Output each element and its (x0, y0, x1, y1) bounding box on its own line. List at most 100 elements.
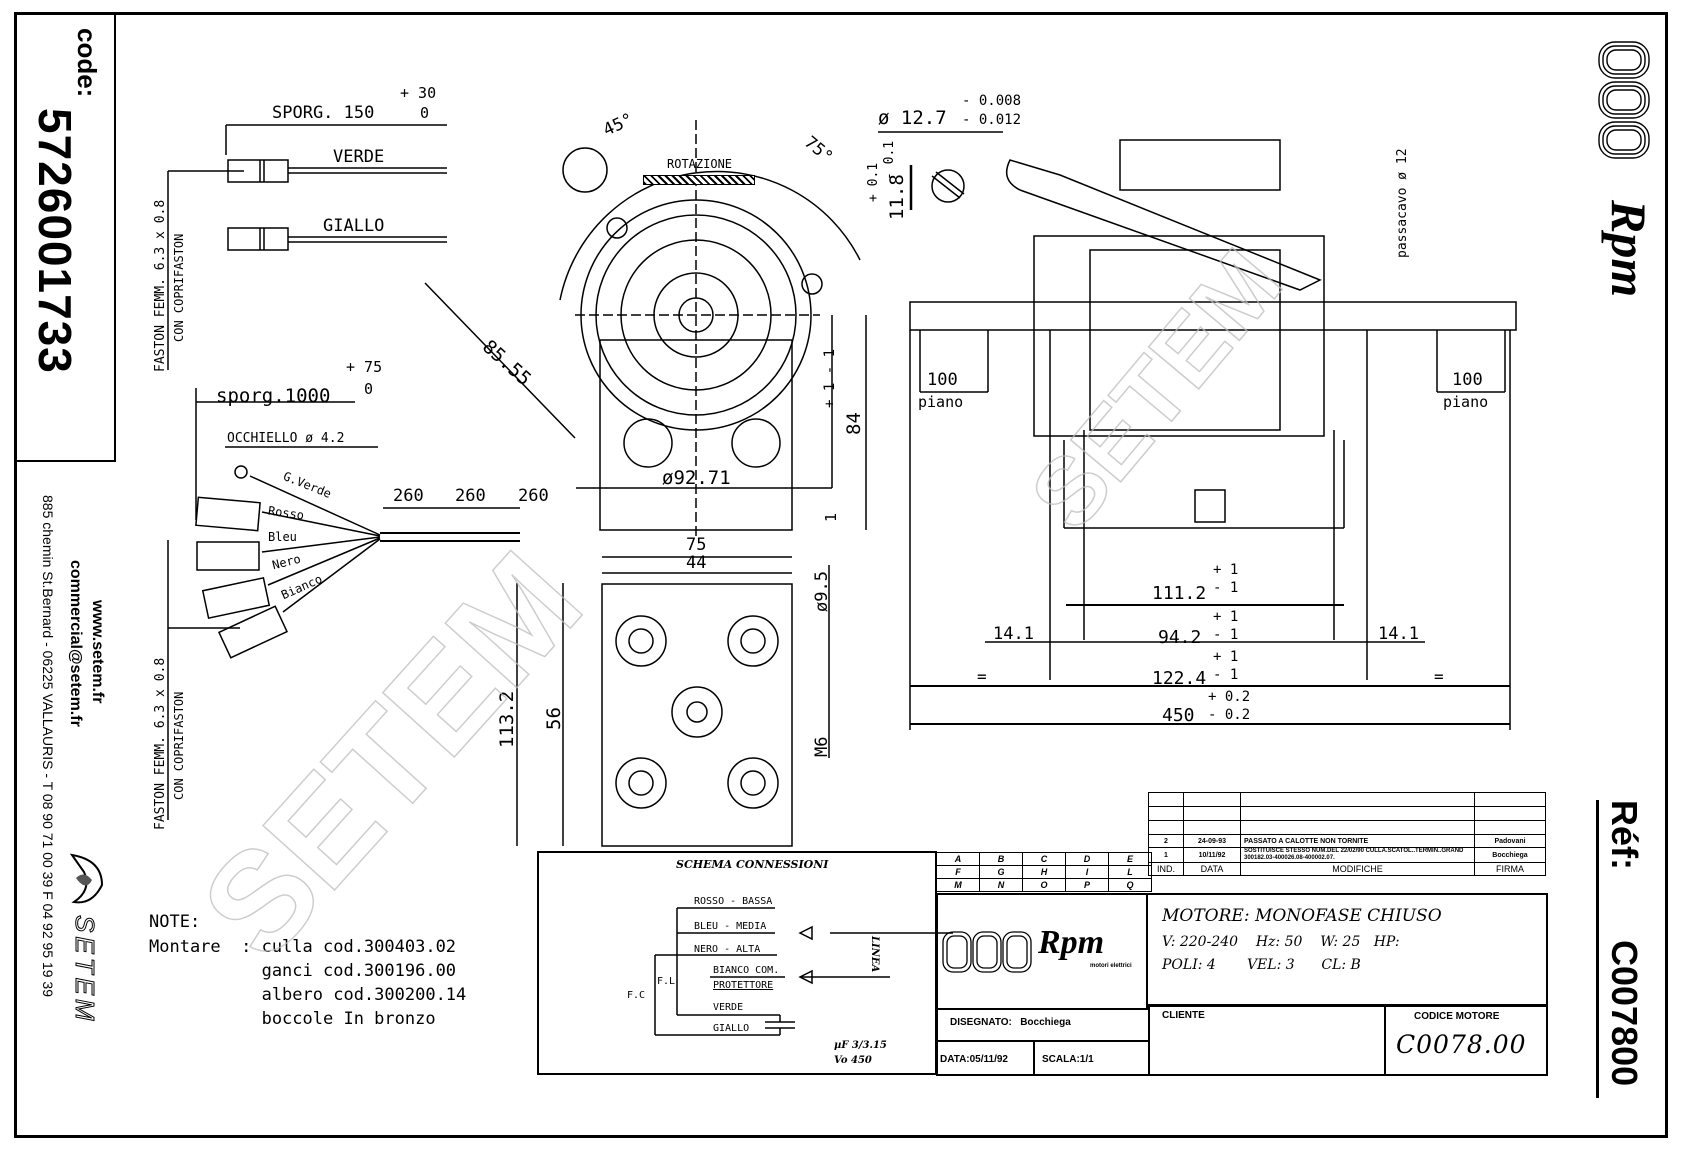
base-gap: 1 (822, 512, 840, 522)
shaft-tol-upper: - 0.008 (962, 93, 1022, 109)
plate-hole-dia: ø9.5 (812, 571, 832, 612)
shaft-flat-tol-minus: - 0.1 (882, 140, 897, 180)
dim-111-2: 111.2 (1152, 583, 1206, 604)
piano-right-value: 100 (1452, 370, 1483, 390)
schema-lead-nero: NERO - ALTA (694, 944, 761, 955)
notes-line-3: albero cod.300200.14 (149, 985, 467, 1005)
codice-label: CODICE MOTORE (1414, 1011, 1500, 1022)
revision-row (1148, 806, 1546, 821)
schema-cap-1: µF 3/3.15 (834, 1040, 887, 1051)
scala-label: SCALA:1/1 (1042, 1054, 1094, 1065)
dim-value: 111.2 (1152, 583, 1207, 604)
schema-lead-bleu: BLEU - MEDIA (694, 921, 767, 932)
equal-left: = (977, 667, 987, 686)
equal-right: = (1434, 667, 1444, 686)
drawing-sheet (14, 12, 1668, 1138)
wire-verde-label: VERDE (333, 147, 385, 167)
tie-spacing-3: 260 (518, 486, 549, 506)
code-box (14, 12, 116, 462)
data-label: DATA:05/11/92 (940, 1054, 1008, 1065)
occhiello-label: OCCHIELLO ø 4.2 (227, 431, 345, 446)
tol-minus: - 1 (1213, 667, 1239, 683)
dim-94-2-tol: + 1- 1 (1213, 608, 1238, 644)
height-tol-plus: + 1 (822, 382, 838, 408)
sporg1000-tol-minus: 0 (364, 380, 374, 398)
plate-width: 75 (686, 535, 707, 555)
plate-inner: 56 (543, 707, 565, 730)
tol-minus: - 0.2 (1208, 707, 1251, 723)
rotation-label: ROTAZIONE (667, 157, 733, 171)
notes-line-1: Montare : culla cod.300403.02 (149, 937, 457, 957)
schema-linea: LINEA (869, 936, 880, 973)
sporg150-tol-minus: 0 (420, 104, 430, 122)
piano-left-value: 100 (927, 370, 958, 390)
rotation-arrow-icon (643, 175, 755, 185)
tol-plus: + 1 (1213, 609, 1239, 625)
cliente-cell (1148, 1004, 1386, 1076)
schema-lead-giallo: GIALLO (713, 1023, 750, 1034)
shaft-flat-tol-plus: + 0.1 (866, 162, 881, 202)
sporg1000-label: sporg.1000 (216, 385, 331, 407)
motor-spec-1: V: 220-240 Hz: 50 W: 25 HP: (1162, 934, 1400, 950)
schema-lead-bianco: BIANCO COM. (713, 965, 780, 976)
schema-fl: F.L (657, 976, 676, 987)
harness-connectors (195, 496, 289, 659)
shaft-diameter: ø 12.7 (878, 107, 947, 129)
side-view (909, 139, 1517, 730)
dim-122-4-tol: + 1- 1 (1213, 648, 1238, 684)
tol-plus: + 0.2 (1208, 689, 1251, 705)
schema-cap-2: Vo 450 (834, 1055, 872, 1066)
codice-value: C0078.00 (1396, 1030, 1527, 1059)
front-diameter: ø92.71 (662, 467, 731, 489)
schema-fc: F.C (627, 990, 646, 1001)
dim-111-2-tol: + 1- 1 (1213, 561, 1238, 597)
schema-lead-protettore: PROTETTORE (713, 980, 774, 991)
dim-122-4: 122.4 (1152, 668, 1206, 689)
front-view (424, 120, 867, 540)
schema-circuit (654, 907, 953, 1036)
offset-right: 14.1 (1378, 624, 1419, 644)
title-logo: Rpm (1038, 924, 1105, 961)
shaft-tol-lower: - 0.012 (962, 112, 1022, 128)
tol-minus: - 1 (1213, 627, 1239, 643)
shaft-section (931, 169, 965, 203)
dim-94-2: 94.2 (1158, 627, 1201, 648)
schema-lead-rosso: ROSSO - BASSA (694, 896, 773, 907)
front-height-tol: + 1 - 1 (822, 349, 838, 408)
logo-cell (936, 893, 1148, 1008)
dim-value: 122.4 (1152, 668, 1207, 689)
front-height: 84 (843, 412, 865, 435)
passacavo-label: passacavo ø 12 (1395, 148, 1410, 258)
wire-giallo-label: GIALLO (323, 216, 385, 236)
rpm-coil-logo-icon (1598, 41, 1650, 159)
dim-450-tol: + 0.2 - 0.2 (1208, 688, 1250, 724)
notes-title: NOTE: (149, 912, 201, 932)
schema-title: SCHEMA CONNESSIONI (676, 858, 829, 871)
tie-spacing-2: 260 (455, 486, 486, 506)
sporg150-label: SPORG. 150 (272, 103, 375, 123)
plate-hole-spacing: 44 (686, 553, 707, 573)
tol-plus: + 1 (1213, 649, 1239, 665)
title-logo-sub: motori elettrici (1090, 963, 1132, 969)
height-tol-minus: - 1 (822, 348, 838, 375)
piano-left-label: piano (918, 393, 964, 411)
notes-line-2: ganci cod.300196.00 (149, 961, 457, 981)
dim-value: 94.2 (1158, 627, 1202, 648)
shaft-flat: 11.8 (886, 174, 908, 220)
disegnato-label: DISEGNATO: Bocchiega (950, 1017, 1071, 1028)
tol-minus: - 1 (1213, 580, 1239, 596)
plate-thread: M6 (812, 736, 832, 757)
sporg150-tol-plus: + 30 (400, 84, 437, 102)
revision-row (1148, 792, 1546, 807)
dim-450: 450 (1162, 705, 1195, 726)
disegnato-cell (936, 1008, 1148, 1042)
title-block (936, 893, 1548, 1076)
tol-plus: + 1 (1213, 562, 1239, 578)
